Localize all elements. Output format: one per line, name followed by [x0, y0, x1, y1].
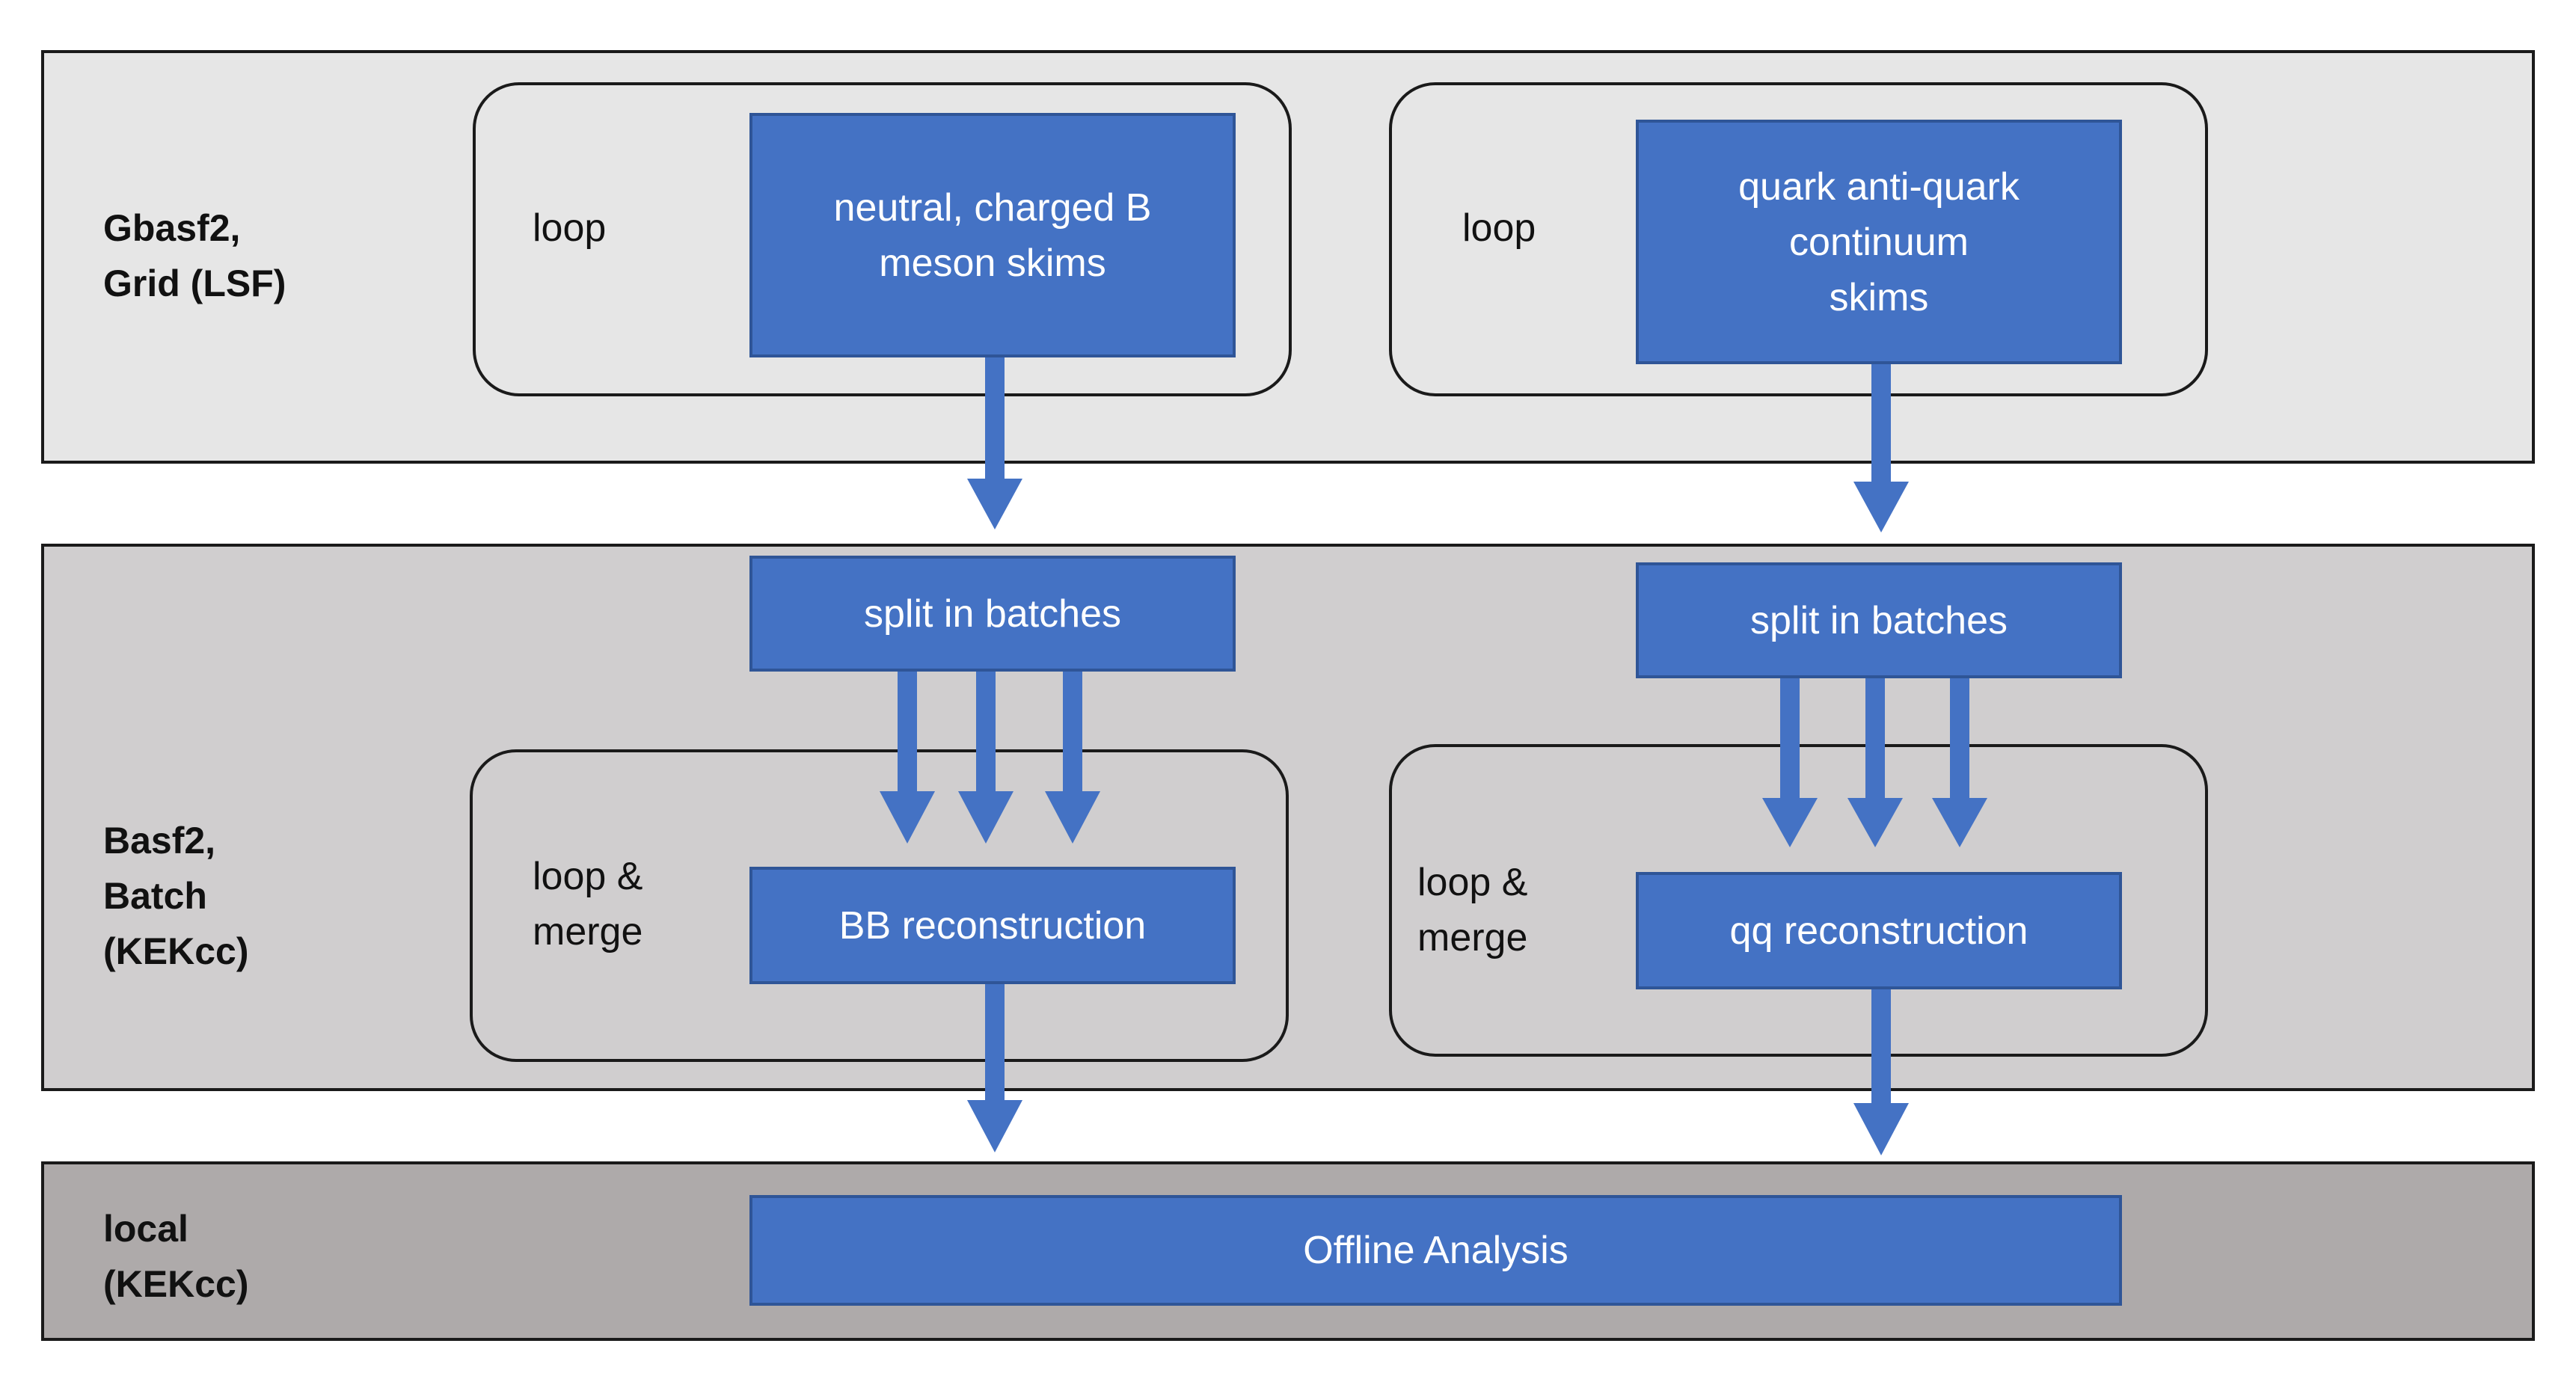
batch-loop-box-left: [470, 749, 1289, 1062]
grid-band-label: Gbasf2, Grid (LSF): [103, 207, 286, 304]
batch-loop-label-left: loop & merge: [533, 855, 643, 953]
arrow-batch-left-3: [1045, 672, 1100, 844]
split-in-batches-box-right: split in batches: [1636, 562, 2122, 678]
offline-analysis-box: Offline Analysis: [749, 1195, 2122, 1306]
b-meson-skims-box: neutral, charged B meson skims: [749, 113, 1236, 357]
local-band-label: local (KEKcc): [103, 1208, 249, 1305]
arrow-batch-right-1: [1762, 678, 1818, 847]
grid-loop-label-left: loop: [533, 206, 607, 250]
split-in-batches-box-left: split in batches: [749, 556, 1236, 672]
arrow-bb-to-offline: [967, 984, 1022, 1152]
arrow-skims-to-split-left: [967, 357, 1022, 529]
batch-band-label: Basf2, Batch (KEKcc): [103, 820, 249, 972]
arrow-skims-to-split-right: [1853, 364, 1909, 532]
qq-reconstruction-box: qq reconstruction: [1636, 872, 2122, 989]
arrow-batch-left-2: [958, 672, 1013, 844]
arrow-qq-to-offline: [1853, 989, 1909, 1155]
arrow-batch-left-1: [880, 672, 935, 844]
grid-loop-box-left: [473, 82, 1292, 396]
batch-loop-label-right: loop & merge: [1417, 861, 1528, 959]
grid-loop-box-right: [1389, 82, 2208, 396]
arrow-batch-right-3: [1932, 678, 1987, 847]
grid-loop-label-right: loop: [1462, 206, 1536, 250]
arrow-batch-right-2: [1847, 678, 1903, 847]
continuum-skims-box: quark anti-quark continuum skims: [1636, 120, 2122, 364]
bb-reconstruction-box: BB reconstruction: [749, 867, 1236, 984]
